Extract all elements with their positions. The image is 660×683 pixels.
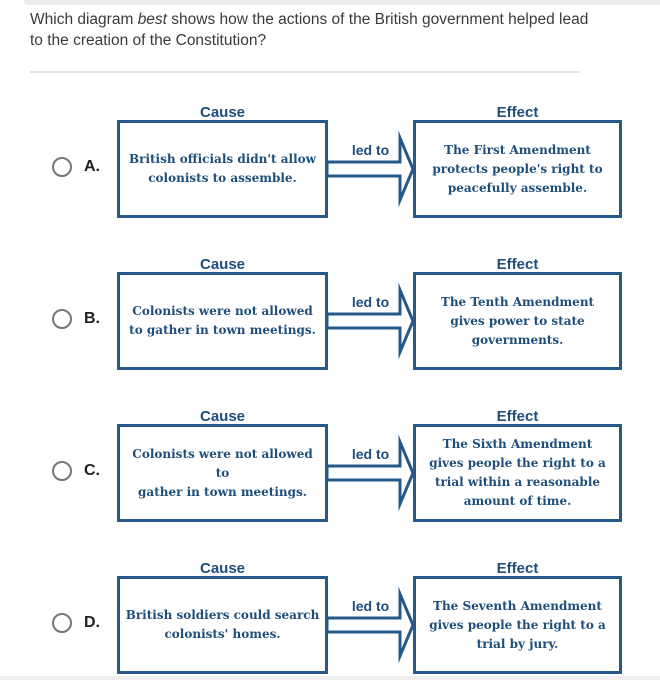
led-to-label: led to [351,294,390,310]
radio-option-b[interactable] [52,309,72,329]
option-b-letter: B. [84,310,100,327]
option-row-a: A. Cause British officials didn't allow … [0,105,660,227]
right-arrow-icon [325,130,415,208]
option-a-letter: A. [84,158,100,175]
radio-option-d[interactable] [52,613,72,633]
option-row-b: B. Cause Colonists were not allowed to g… [0,257,660,379]
led-to-label: led to [351,598,390,614]
option-d-letter: D. [84,614,100,631]
cause-label: Cause [199,560,246,577]
cause-label: Cause [199,256,246,273]
option-row-d: D. Cause British soldiers could search c… [0,561,660,683]
right-arrow-icon [325,282,415,360]
question-suffix: shows how the actions of the British gov… [30,11,589,49]
radio-option-c[interactable] [52,461,72,481]
option-row-c: C. Cause Colonists were not allowed to g… [0,409,660,531]
cause-label: Cause [199,104,246,121]
cause-box-b: Colonists were not allowed to gather in … [117,272,328,370]
question-divider [30,71,580,73]
panel-top-edge [24,0,660,5]
cause-box-a: British officials didn't allow colonists… [117,120,328,218]
effect-label: Effect [496,256,539,273]
effect-box-d: The Seventh Amendment gives people the r… [413,576,622,674]
right-arrow-icon [325,586,415,664]
right-arrow-icon [325,434,415,512]
effect-label: Effect [496,408,539,425]
question-prefix: Which diagram [30,11,138,28]
question-text: Which diagram best shows how the actions… [30,9,590,51]
effect-label: Effect [496,560,539,577]
cause-box-c: Colonists were not allowed to gather in … [117,424,328,522]
cause-box-d: British soldiers could search colonists'… [117,576,328,674]
effect-label: Effect [496,104,539,121]
cause-label: Cause [199,408,246,425]
question-emphasis: best [137,11,167,28]
effect-box-a: The First Amendment protects people's ri… [413,120,622,218]
panel-bottom-edge [0,676,660,680]
option-c-letter: C. [84,462,100,479]
led-to-label: led to [351,142,390,158]
radio-option-a[interactable] [52,157,72,177]
effect-box-b: The Tenth Amendment gives power to state… [413,272,622,370]
effect-box-c: The Sixth Amendment gives people the rig… [413,424,622,522]
led-to-label: led to [351,446,390,462]
